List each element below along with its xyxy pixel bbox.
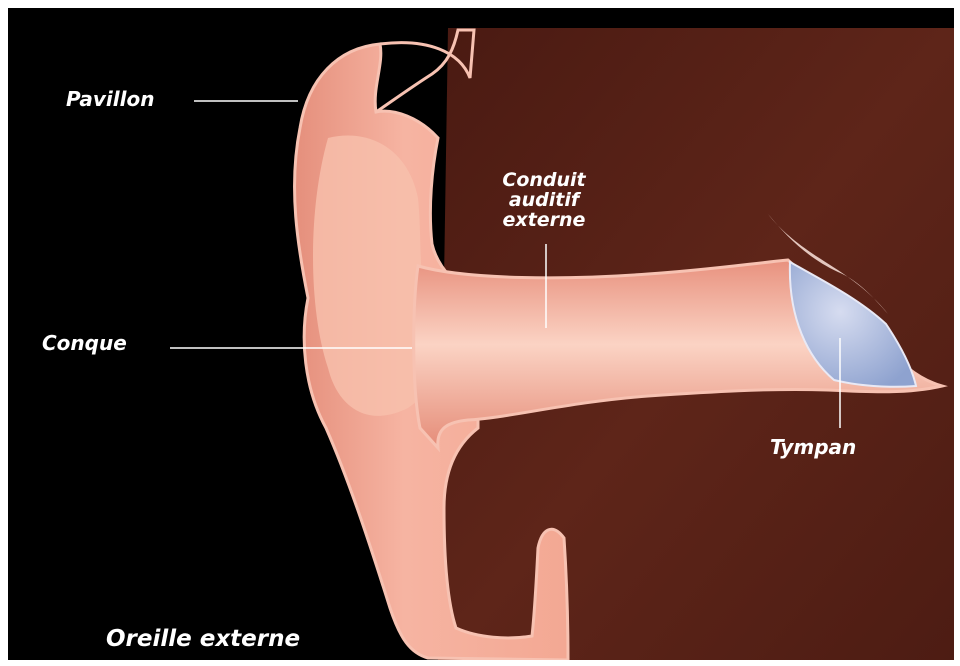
ear-anatomy-diagram: Pavillon Conduit auditif externe Conque … xyxy=(8,8,954,660)
diagram-canvas: Pavillon Conduit auditif externe Conque … xyxy=(8,8,954,660)
label-conduit-line1: Conduit xyxy=(502,169,586,191)
diagram-title: Oreille externe xyxy=(106,626,300,652)
label-conque: Conque xyxy=(42,331,127,355)
label-conduit-line2: auditif xyxy=(509,189,582,211)
label-pavillon: Pavillon xyxy=(66,87,154,111)
label-tympan: Tympan xyxy=(770,435,856,459)
label-conduit-line3: externe xyxy=(503,209,586,231)
